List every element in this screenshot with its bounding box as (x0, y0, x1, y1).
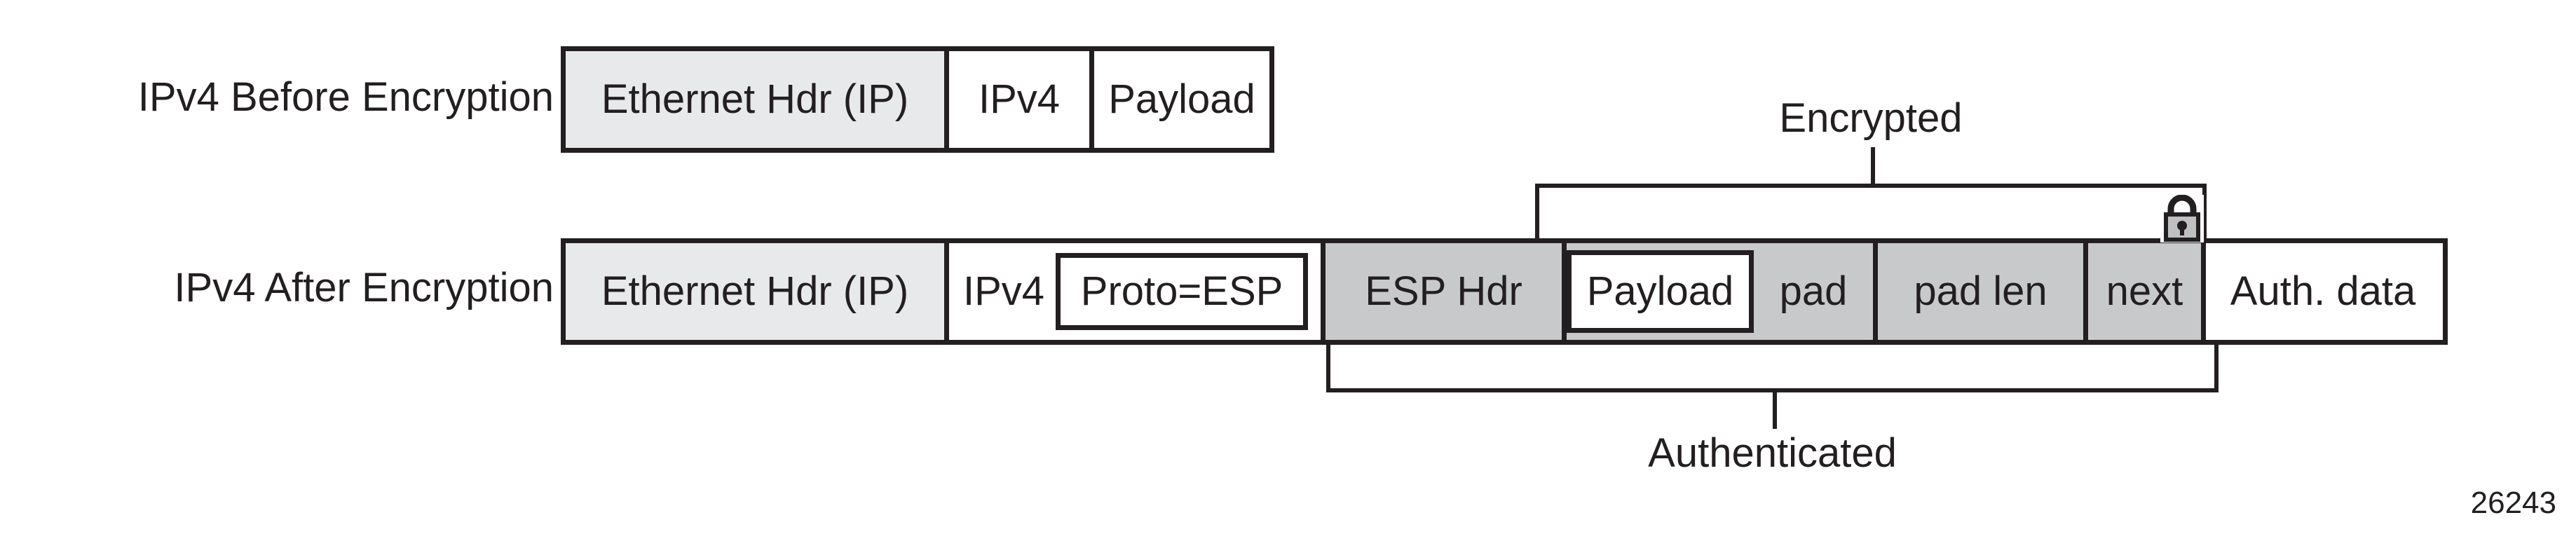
cell-ethernet-hdr-after: Ethernet Hdr (IP) (566, 243, 949, 340)
subbox-proto-esp-label: Proto=ESP (1080, 268, 1283, 314)
cell-ipv4-after: IPv4 Proto=ESP (949, 243, 1326, 340)
cell-payload-after-label: Payload (1586, 268, 1734, 314)
cell-payload-after-inner-box: Payload (1567, 250, 1754, 333)
figure-number: 26243 (2470, 486, 2556, 520)
subbox-proto-esp: Proto=ESP (1056, 253, 1309, 330)
cell-pad-len: pad len (1878, 243, 2088, 340)
cell-esp-hdr: ESP Hdr (1326, 243, 1567, 340)
cell-auth-data: Auth. data (2206, 243, 2440, 340)
cell-payload-before: Payload (1094, 51, 1269, 148)
cell-ethernet-hdr-after-label: Ethernet Hdr (IP) (601, 268, 909, 314)
cell-pad: pad (1754, 243, 1878, 340)
packet-row-before-encryption: Ethernet Hdr (IP) IPv4 Payload (561, 46, 1274, 153)
cell-pad-len-label: pad len (1914, 268, 2047, 314)
cell-ipv4-before: IPv4 (949, 51, 1094, 148)
cell-ipv4-before-label: IPv4 (978, 76, 1061, 122)
cell-next: next (2088, 243, 2206, 340)
bracket-encrypted-label: Encrypted (1779, 95, 1963, 141)
packet-row-after-encryption: Ethernet Hdr (IP) IPv4 Proto=ESP ESP Hdr… (561, 238, 2448, 345)
padlock-icon (2160, 195, 2204, 242)
cell-ethernet-hdr-before: Ethernet Hdr (IP) (566, 51, 949, 148)
bracket-authenticated-stem (1772, 392, 1777, 429)
bracket-authenticated-label: Authenticated (1648, 430, 1897, 476)
cell-payload-before-label: Payload (1108, 76, 1255, 122)
cell-pad-label: pad (1779, 268, 1848, 314)
bracket-encrypted-right-leg (2202, 184, 2207, 242)
bracket-authenticated-left-leg (1326, 345, 1330, 388)
bracket-encrypted-bar (1535, 184, 2207, 188)
bracket-authenticated: Authenticated (1326, 345, 2219, 476)
cell-payload-after: Payload (1567, 243, 1754, 340)
bracket-encrypted: Encrypted (1535, 98, 2207, 242)
cell-ipv4-after-label: IPv4 (963, 268, 1045, 314)
cell-auth-data-label: Auth. data (2230, 268, 2416, 314)
bracket-authenticated-right-leg (2214, 345, 2219, 388)
cell-ethernet-hdr-before-label: Ethernet Hdr (IP) (601, 76, 909, 122)
row-label-before-encryption: IPv4 Before Encryption (0, 0, 554, 200)
row-label-after-encryption: IPv4 After Encryption (0, 140, 554, 446)
row-label-after-encryption-text: IPv4 After Encryption (174, 265, 554, 310)
cell-next-label: next (2106, 268, 2183, 314)
cell-esp-hdr-label: ESP Hdr (1365, 268, 1522, 314)
bracket-encrypted-left-leg (1535, 184, 1539, 242)
bracket-authenticated-bar (1326, 388, 2219, 392)
row-label-before-encryption-text: IPv4 Before Encryption (137, 74, 554, 120)
bracket-encrypted-stem (1871, 147, 1875, 184)
